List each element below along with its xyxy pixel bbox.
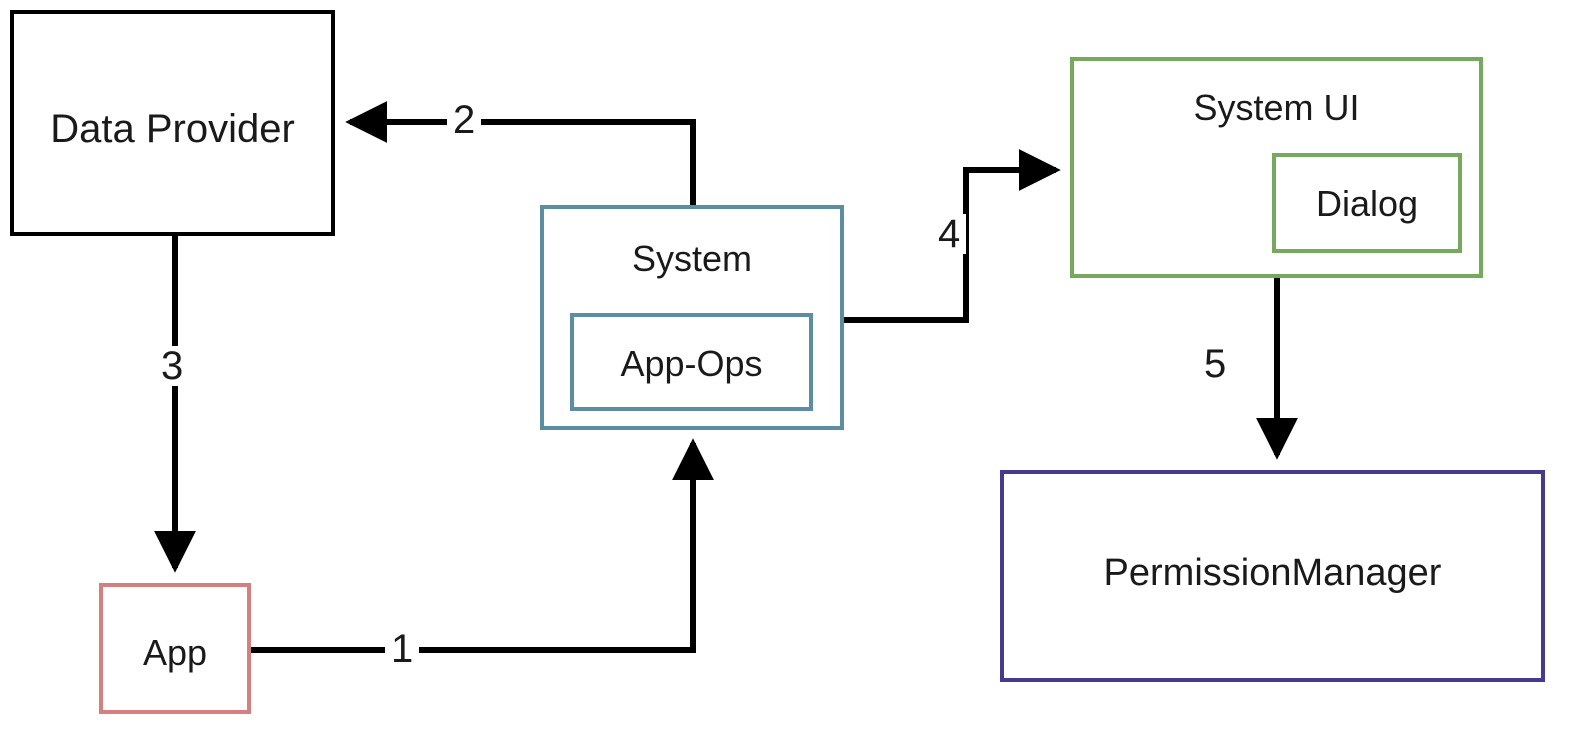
node-dialog-label: Dialog xyxy=(1315,183,1419,224)
edge-5-label: 5 xyxy=(1198,344,1233,384)
node-app-ops[interactable]: App-Ops xyxy=(570,313,813,411)
node-app-ops-label: App-Ops xyxy=(620,343,763,384)
node-app-label: App xyxy=(142,632,208,673)
node-permission-manager-label: PermissionManager xyxy=(1103,552,1442,594)
node-data-provider-label: Data Provider xyxy=(50,107,295,151)
edge-1-label: 1 xyxy=(385,629,420,669)
node-permission-manager[interactable]: PermissionManager xyxy=(1000,470,1545,682)
edge-3-label: 3 xyxy=(155,346,190,386)
node-system-ui-label: System UI xyxy=(1193,87,1360,128)
edge-4-label: 4 xyxy=(932,214,967,254)
edge-2-path xyxy=(345,101,696,205)
node-app[interactable]: App xyxy=(99,583,251,714)
edge-2-label: 2 xyxy=(447,100,482,140)
node-system-label: System xyxy=(631,238,753,279)
node-data-provider[interactable]: Data Provider xyxy=(10,10,335,236)
node-dialog[interactable]: Dialog xyxy=(1272,153,1462,253)
edge-1-path xyxy=(251,438,714,653)
